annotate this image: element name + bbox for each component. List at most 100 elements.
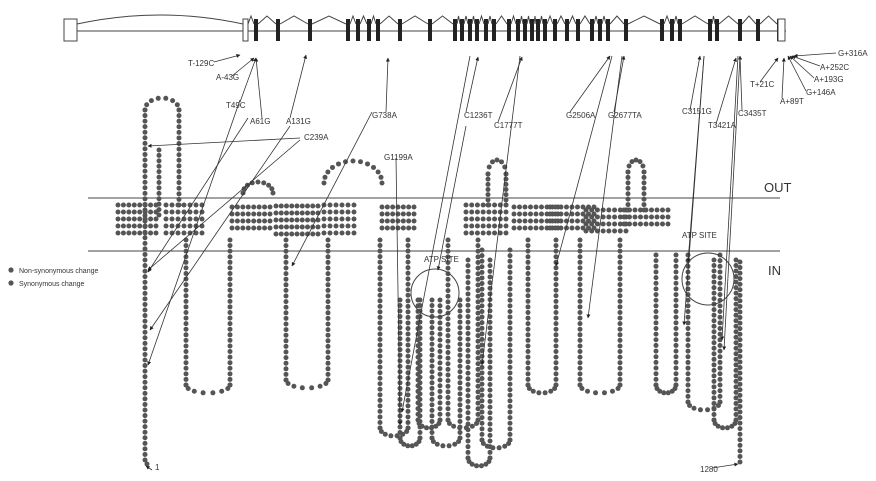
residue-bead — [430, 303, 435, 308]
residue-bead — [526, 316, 531, 321]
exon-block — [576, 19, 580, 41]
residue-bead — [143, 302, 148, 307]
intron-junction — [569, 16, 576, 24]
residue-bead — [626, 191, 631, 196]
residue-bead — [686, 303, 691, 308]
residue-bead — [618, 327, 623, 332]
n-terminus-label: 1 — [155, 463, 160, 472]
residue-bead — [352, 203, 357, 208]
residue-bead — [378, 298, 383, 303]
intron-junction — [534, 16, 536, 24]
residue-bead — [618, 371, 623, 376]
residue-bead — [334, 217, 339, 222]
residue-bead — [228, 360, 233, 365]
residue-bead — [446, 249, 451, 254]
residue-bead — [177, 163, 182, 168]
residue-bead — [143, 196, 148, 201]
intron-junction — [457, 16, 460, 24]
residue-bead — [284, 249, 289, 254]
exon-last-untranslated — [778, 19, 785, 41]
residue-bead — [378, 309, 383, 314]
residue-bead — [654, 354, 659, 359]
residue-bead — [488, 388, 493, 393]
residue-bead — [534, 205, 539, 210]
variant-label: C239A — [304, 133, 329, 142]
residue-bead — [480, 270, 485, 275]
legend-label-synonymous: Synonymous change — [19, 281, 84, 288]
residue-bead — [143, 408, 148, 413]
residue-bead — [712, 335, 717, 340]
residue-bead — [430, 391, 435, 396]
residue-bead — [578, 316, 583, 321]
residue-bead — [618, 332, 623, 337]
residue-bead — [416, 378, 421, 383]
residue-bead — [480, 387, 485, 392]
residue-bead — [184, 383, 189, 388]
legend: Non-synonymous change Synonymous change — [8, 267, 98, 288]
label-out: OUT — [764, 180, 792, 195]
residue-bead — [480, 382, 485, 387]
residue-bead — [642, 175, 647, 180]
residue-bead — [495, 158, 500, 163]
residue-bead — [618, 343, 623, 348]
residue-bead — [246, 226, 251, 231]
residue-bead — [674, 332, 679, 337]
residue-bead — [458, 347, 463, 352]
residue-bead — [284, 288, 289, 293]
residue-bead — [655, 215, 660, 220]
residue-bead — [154, 224, 159, 229]
residue-bead — [686, 326, 691, 331]
residue-bead — [488, 320, 493, 325]
intron-junction — [628, 16, 660, 24]
residue-bead — [240, 212, 245, 217]
residue-bead — [466, 348, 471, 353]
exon-block — [606, 19, 610, 41]
residue-bead — [390, 205, 395, 210]
residue-bead — [410, 443, 415, 448]
residue-bead — [712, 346, 717, 351]
residue-bead — [176, 231, 181, 236]
residue-bead — [618, 238, 623, 243]
residue-bead — [446, 322, 451, 327]
residue-bead — [554, 288, 559, 293]
residue-bead — [548, 389, 553, 394]
residue-bead — [284, 282, 289, 287]
variant-arrow — [466, 57, 478, 112]
residue-bead — [674, 264, 679, 269]
residue-bead — [378, 287, 383, 292]
residue-bead — [528, 212, 533, 217]
variant-label: T-129C — [188, 59, 214, 68]
residue-bead — [508, 432, 513, 437]
residue-bead — [674, 281, 679, 286]
residue-bead — [406, 271, 411, 276]
residue-bead — [446, 384, 451, 389]
exon-block — [536, 19, 540, 41]
exon-block — [715, 19, 719, 41]
residue-bead — [466, 342, 471, 347]
residue-bead — [553, 212, 558, 217]
exon-blocks — [248, 16, 785, 41]
residue-bead — [488, 382, 493, 387]
exon-1-untranslated — [64, 19, 77, 41]
residue-bead — [143, 185, 148, 190]
residue-bead — [184, 282, 189, 287]
residue-bead — [492, 217, 497, 222]
residue-bead — [578, 260, 583, 265]
residue-bead — [126, 217, 131, 222]
residue-bead — [564, 212, 569, 217]
residue-bead — [230, 219, 235, 224]
residue-bead — [310, 232, 315, 237]
residue-bead — [480, 426, 485, 431]
residue-bead — [654, 332, 659, 337]
residue-bead — [492, 203, 497, 208]
residue-bead — [143, 424, 148, 429]
residue-bead — [508, 281, 513, 286]
residue-bead — [738, 432, 743, 437]
residue-bead — [554, 360, 559, 365]
residue-bead — [508, 415, 513, 420]
residue-bead — [480, 370, 485, 375]
residue-bead — [488, 422, 493, 427]
residue-bead — [157, 175, 162, 180]
intron-junction — [580, 16, 590, 24]
residue-bead — [458, 369, 463, 374]
